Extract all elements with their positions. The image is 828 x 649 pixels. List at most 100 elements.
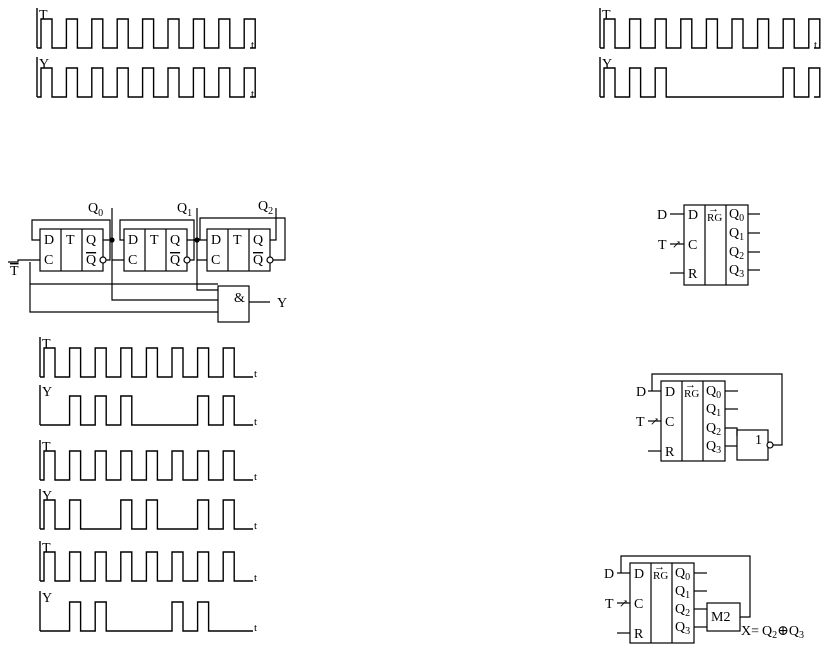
time-label: t — [251, 88, 254, 100]
clock-edge-icon: ↗ — [650, 416, 659, 428]
t-flipflop-1 — [39, 228, 104, 272]
clock-edge-icon: ↗ — [672, 239, 681, 251]
q1-label: Q1 — [706, 402, 721, 419]
q0-label: Q0 — [706, 384, 721, 401]
q0-wire — [103, 239, 124, 261]
shift-arrow-icon: → — [654, 561, 665, 573]
clock-label: T — [39, 8, 48, 23]
clock-label: T — [42, 541, 51, 556]
clock-input-label: T — [605, 597, 614, 612]
t-flipflop-2 — [123, 228, 188, 272]
and-input-wire-q0 — [111, 260, 218, 301]
ff3-qbar-label: Q — [253, 253, 263, 268]
shift-register-3 — [617, 555, 751, 644]
or-gate-label: 1 — [755, 433, 762, 448]
c-label: C — [665, 415, 674, 430]
waveform-option-3: T t Y t — [39, 541, 257, 634]
output-pulses — [40, 499, 253, 530]
register-title: RG — [707, 212, 722, 224]
c-label: C — [688, 238, 697, 253]
output-label: Y — [602, 57, 612, 72]
clock-pulses — [37, 18, 256, 49]
q3-label: Q3 — [675, 620, 690, 637]
shift-register-3-labels: D D T ↗ C R RG → Q0 Q1 Q2 Q3 M2 X=Q2⊕Q3 — [604, 561, 804, 642]
xor-gate-label: M2 — [711, 610, 730, 625]
counter-output-label: Y — [277, 296, 287, 311]
and-gate-label: & — [234, 291, 245, 306]
ff2-qbar-label: Q — [170, 253, 180, 268]
q2-label: Q2 — [675, 602, 690, 619]
time-label: t — [254, 520, 257, 532]
output-label: Y — [42, 385, 52, 400]
q1-label: Q1 — [729, 226, 744, 243]
counter-q1-label: Q1 — [177, 201, 192, 219]
register-title: RG — [653, 570, 668, 582]
d-input-label: D — [657, 208, 667, 223]
q0-label: Q0 — [729, 207, 744, 224]
feedback-wire-3 — [199, 217, 286, 261]
output-label: Y — [39, 57, 49, 72]
inversion-bubble — [766, 441, 774, 449]
feedback-wire-2 — [119, 219, 195, 261]
ff3-t-label: T — [233, 233, 242, 248]
t-flipflop-3 — [206, 228, 271, 272]
xor-symbol-icon: ⊕ — [777, 624, 789, 639]
clock-wave: T t — [599, 8, 821, 51]
clock-edge-icon: ↗ — [619, 598, 628, 610]
shift-register-1 — [670, 204, 760, 286]
xor-output-equation: X=Q2⊕Q3 — [741, 624, 804, 641]
xor-feedback-wire — [620, 555, 751, 618]
feedback-wire-1 — [31, 219, 111, 261]
d-input-label: D — [604, 567, 614, 582]
q2-label: Q2 — [706, 421, 721, 438]
r-label: R — [665, 445, 675, 460]
q3-label: Q3 — [706, 439, 721, 456]
counter-q0-label: Q0 — [88, 201, 103, 219]
ff1-q-label: Q — [86, 233, 96, 248]
output-label: Y — [42, 489, 52, 504]
and-input-wire-q1 — [196, 260, 218, 291]
q1-label: Q1 — [675, 584, 690, 601]
d-input-label: D — [636, 385, 646, 400]
counter-q2-label: Q2 — [258, 199, 273, 217]
clock-label: T — [42, 440, 51, 455]
clock-label: T — [602, 8, 611, 23]
shift-arrow-icon: → — [708, 203, 719, 215]
shift-register-2 — [648, 373, 783, 462]
output-label: Y — [42, 591, 52, 606]
output-wave: Y t — [36, 57, 256, 100]
waveform-option-1: T t Y t — [39, 337, 257, 428]
clock-input-label: T — [658, 238, 667, 253]
d-label: D — [688, 208, 698, 223]
d-label: D — [665, 385, 675, 400]
shift-register-2-labels: D D T ↗ C R RG → Q0 Q1 Q2 Q3 1 — [636, 379, 762, 460]
clock-pulses — [600, 18, 821, 49]
output-pulses — [40, 601, 253, 632]
ff2-q-label: Q — [170, 233, 180, 248]
or-feedback-wire — [651, 373, 783, 446]
and-input-wire-q2 — [218, 240, 276, 316]
shift-register-1-labels: D D T ↗ C R RG → Q0 Q1 Q2 Q3 — [657, 203, 744, 282]
clock-wave: T t — [36, 8, 256, 51]
time-label: t — [254, 416, 257, 428]
q3-label: Q3 — [729, 263, 744, 280]
output-pulses — [37, 67, 256, 98]
waveform-top-left: T t Y t — [36, 8, 256, 100]
q2-wire — [270, 208, 277, 241]
ff2-t-label: T — [150, 233, 159, 248]
d-label: D — [634, 567, 644, 582]
counter-clock-label: T — [10, 264, 19, 279]
counter-labels: D C T Q Q D C T Q Q D C T Q Q Q0 Q1 Q2 T… — [10, 199, 287, 311]
ff3-d-label: D — [211, 233, 221, 248]
time-label: t — [254, 368, 257, 380]
clock-label: T — [42, 337, 51, 352]
ff1-d-label: D — [44, 233, 54, 248]
ff1-t-label: T — [66, 233, 75, 248]
c-label: C — [634, 597, 643, 612]
ff2-d-label: D — [128, 233, 138, 248]
time-label: t — [814, 39, 817, 51]
r-label: R — [634, 627, 644, 642]
inversion-bubble — [266, 256, 274, 264]
and-input-wire-main — [29, 284, 218, 313]
